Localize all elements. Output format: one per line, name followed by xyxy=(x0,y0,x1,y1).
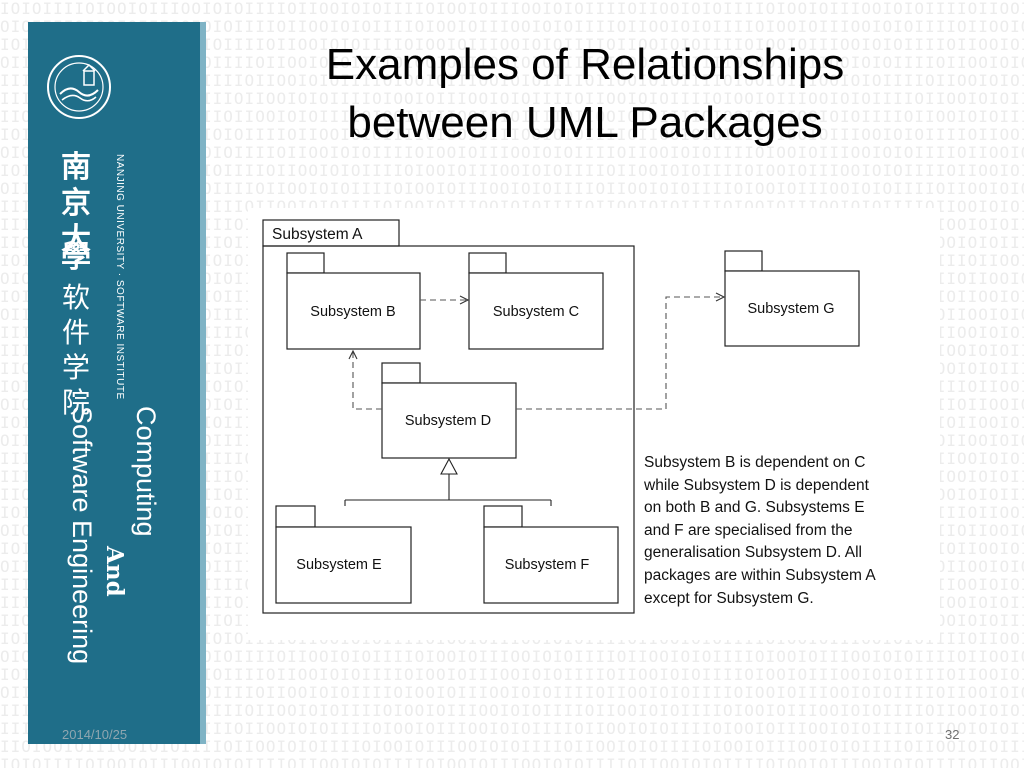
program-title: Computing And Software Engineering xyxy=(66,406,162,736)
institute-name-chinese: 软 件 学 院 xyxy=(52,280,100,420)
dependency-arrow-d-to-g xyxy=(516,297,724,410)
sidebar-banner: 南 京 大 學 软 件 学 院 NANJING UNIVERSITY · SOF… xyxy=(28,22,206,744)
program-line-computing: Computing xyxy=(131,406,161,537)
package-body xyxy=(724,270,860,347)
package-label: Subsystem G xyxy=(747,301,834,317)
uml-package-diagram: Subsystem A Subsystem B Subsystem C Subs… xyxy=(248,208,940,640)
university-char: 南 xyxy=(61,150,91,185)
package-subsystem-e: Subsystem E xyxy=(275,505,412,604)
package-body xyxy=(483,526,619,604)
package-tab xyxy=(262,219,400,247)
package-tab xyxy=(468,252,507,274)
university-name-chinese-last: 學 xyxy=(52,240,100,276)
slide-title: Examples of Relationships between UML Pa… xyxy=(230,36,940,152)
page-number: 32 xyxy=(945,727,960,742)
package-body xyxy=(286,272,421,350)
caption-line: on both B and G. Subsystems E xyxy=(644,499,865,517)
package-tab xyxy=(724,250,763,272)
package-label: Subsystem B xyxy=(310,304,395,320)
slide-date: 2014/10/25 xyxy=(62,727,128,742)
university-name-english: NANJING UNIVERSITY · SOFTWARE INSTITUTE xyxy=(114,154,125,400)
dependency-arrow-d-to-b xyxy=(353,351,382,410)
program-line-software-engineering: Software Engineering xyxy=(67,406,97,665)
caption-line: while Subsystem D is dependent xyxy=(644,476,869,494)
program-line-and: And xyxy=(101,545,128,597)
slide-title-line-1: Examples of Relationships xyxy=(325,40,845,89)
university-char: 大 xyxy=(61,222,91,257)
package-body xyxy=(381,382,517,459)
caption-line: Subsystem B is dependent on C xyxy=(644,454,866,471)
institute-char: 软 xyxy=(61,281,90,314)
package-tab xyxy=(381,362,421,384)
package-tab xyxy=(483,505,523,528)
package-label: Subsystem F xyxy=(505,557,590,573)
university-logo-icon xyxy=(47,55,111,119)
package-label: Subsystem C xyxy=(493,304,579,320)
package-tab xyxy=(286,252,325,274)
caption-line: packages are within Subsystem A xyxy=(644,566,876,584)
package-subsystem-f: Subsystem F xyxy=(483,505,619,604)
diagram-canvas: Subsystem A Subsystem B Subsystem C Subs… xyxy=(262,219,860,614)
university-char: 學 xyxy=(61,240,91,275)
institute-char: 学 xyxy=(61,351,90,384)
package-subsystem-g: Subsystem G xyxy=(724,250,860,347)
university-name-chinese: 南 京 大 xyxy=(52,150,100,258)
generalization-triangle-icon xyxy=(440,457,458,475)
generalization-connector xyxy=(344,457,552,506)
package-body xyxy=(275,526,412,604)
university-char: 京 xyxy=(61,186,91,221)
institute-char: 院 xyxy=(61,386,90,419)
caption-line: generalisation Subsystem D. All xyxy=(644,544,862,562)
package-tab xyxy=(275,505,316,528)
package-subsystem-a: Subsystem A xyxy=(262,219,635,614)
package-label: Subsystem E xyxy=(296,557,382,573)
caption-line: except for Subsystem G. xyxy=(644,589,814,607)
package-label: Subsystem D xyxy=(405,413,491,429)
package-subsystem-d: Subsystem D xyxy=(381,362,517,459)
caption-line: and F are specialised from the xyxy=(644,521,853,539)
package-subsystem-b: Subsystem B xyxy=(286,252,421,350)
slide-title-line-2: between UML Packages xyxy=(347,98,823,147)
package-body xyxy=(468,272,604,350)
package-label: Subsystem A xyxy=(272,226,363,243)
package-body xyxy=(262,245,635,614)
diagram-caption: Subsystem B is dependent on C while Subs… xyxy=(644,452,934,610)
package-subsystem-c: Subsystem C xyxy=(468,252,604,350)
institute-char: 件 xyxy=(61,316,90,349)
